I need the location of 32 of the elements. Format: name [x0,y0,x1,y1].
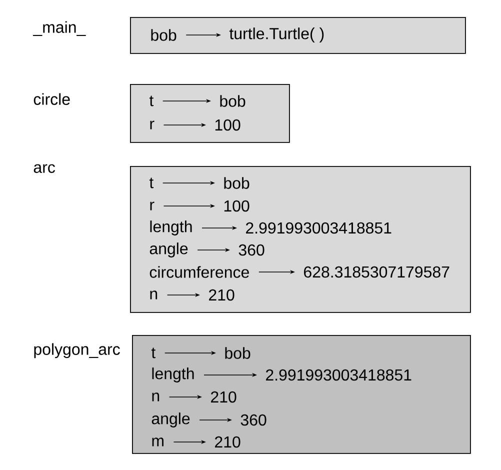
node-label: circle [34,93,70,105]
variable-value: bob [224,177,250,189]
variable-value: 628.3185307179587 [304,266,450,278]
node-label: arc [34,164,56,173]
variable-name: angle [150,242,188,258]
variable-value: 210 [209,289,234,301]
variable-value: 100 [224,200,250,212]
variable-name: r [150,120,154,130]
variable-name: angle [152,412,190,428]
variable-value: 210 [211,391,236,403]
variable-value: bob [225,347,250,359]
variable-value: 2.991993003418851 [246,222,392,234]
variable-name: bob [151,29,176,41]
variable-name: length [150,220,192,236]
variable-name: t [149,96,154,106]
node-label: polygon_arc [34,343,120,358]
variable-value: 360 [240,414,266,426]
variable-value: 360 [238,244,264,256]
variable-name: n [150,290,158,300]
variable-name: t [151,348,156,358]
node-label: _main_ [32,21,86,36]
variable-name: r [150,202,154,210]
variable-value: turtle.Turtle( ) [229,28,324,42]
variable-name: m [152,438,164,446]
variable-name: t [149,178,154,188]
variable-value: 100 [215,119,240,131]
variable-value: 210 [215,436,240,448]
variable-value: 2.991993003418851 [266,369,412,381]
variable-name: circumference [150,266,249,278]
variable-name: n [152,392,160,402]
variable-name: length [152,368,194,382]
variable-value: bob [220,95,246,107]
